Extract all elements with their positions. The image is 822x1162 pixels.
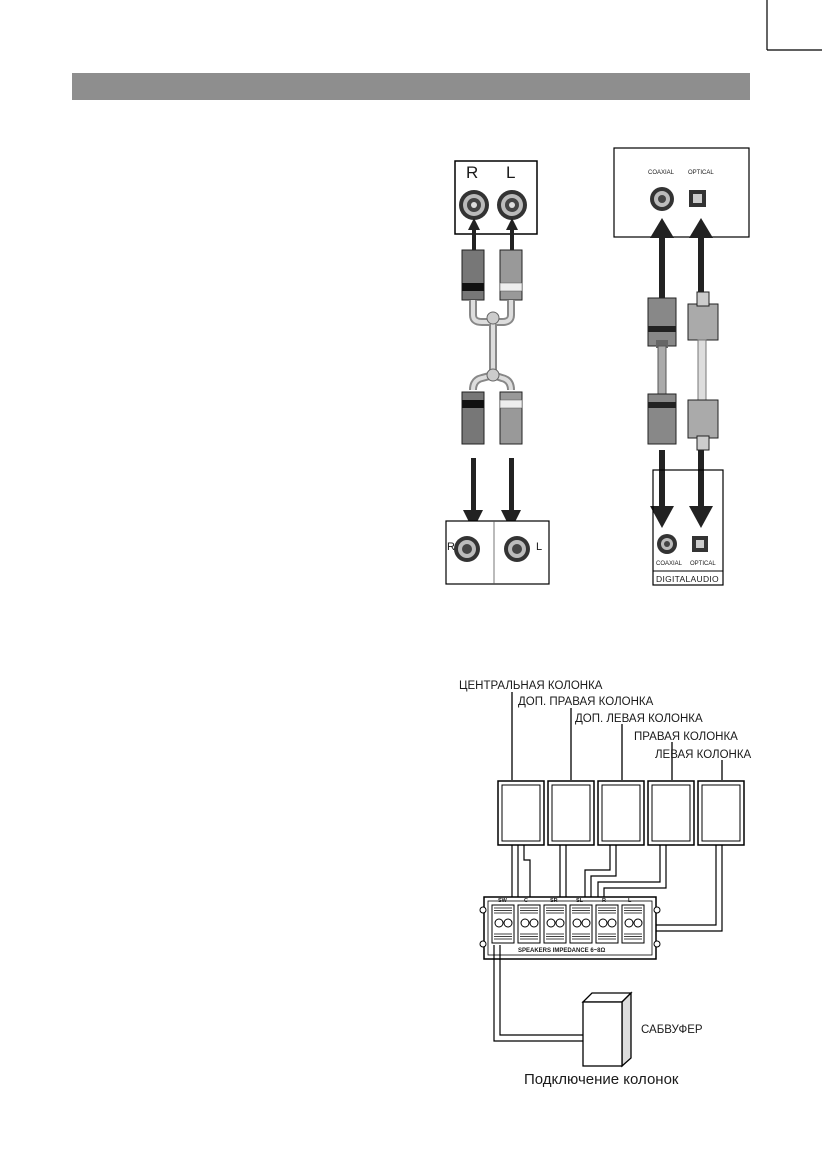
terminal-label-l: L — [628, 898, 631, 904]
label-surround-right-speaker: ДОП. ПРАВАЯ КОЛОНКА — [518, 696, 653, 708]
terminal-label-sr: SR — [550, 898, 558, 904]
label-front-right-speaker: ПРАВАЯ КОЛОНКА — [634, 731, 738, 743]
speaker-front-right — [648, 781, 694, 845]
terminal-label-r: R — [602, 898, 606, 904]
label-surround-left-speaker: ДОП. ЛЕВАЯ КОЛОНКА — [575, 713, 703, 725]
speaker-terminal-sw — [492, 905, 514, 943]
speaker-terminal-c — [518, 905, 540, 943]
speaker-center — [498, 781, 544, 845]
speaker-surround-left — [598, 781, 644, 845]
speaker-front-left — [698, 781, 744, 845]
terminal-label-sw: SW — [498, 898, 507, 904]
label-subwoofer: САБВУФЕР — [641, 1024, 703, 1036]
panel-caption: SPEAKERS IMPEDANCE 6~8Ω — [518, 948, 605, 954]
terminal-label-c: C — [524, 898, 528, 904]
speaker-terminal-r — [596, 905, 618, 943]
speaker-terminal-l — [622, 905, 644, 943]
label-center-speaker: ЦЕНТРАЛЬНАЯ КОЛОНКА — [459, 680, 602, 692]
speaker-terminal-sr — [544, 905, 566, 943]
terminal-label-sl: SL — [576, 898, 583, 904]
figure-caption: Подключение колонок — [524, 1071, 678, 1088]
label-front-left-speaker: ЛЕВАЯ КОЛОНКА — [655, 749, 751, 761]
speaker-surround-right — [548, 781, 594, 845]
subwoofer — [583, 993, 631, 1066]
speaker-terminal-sl — [570, 905, 592, 943]
